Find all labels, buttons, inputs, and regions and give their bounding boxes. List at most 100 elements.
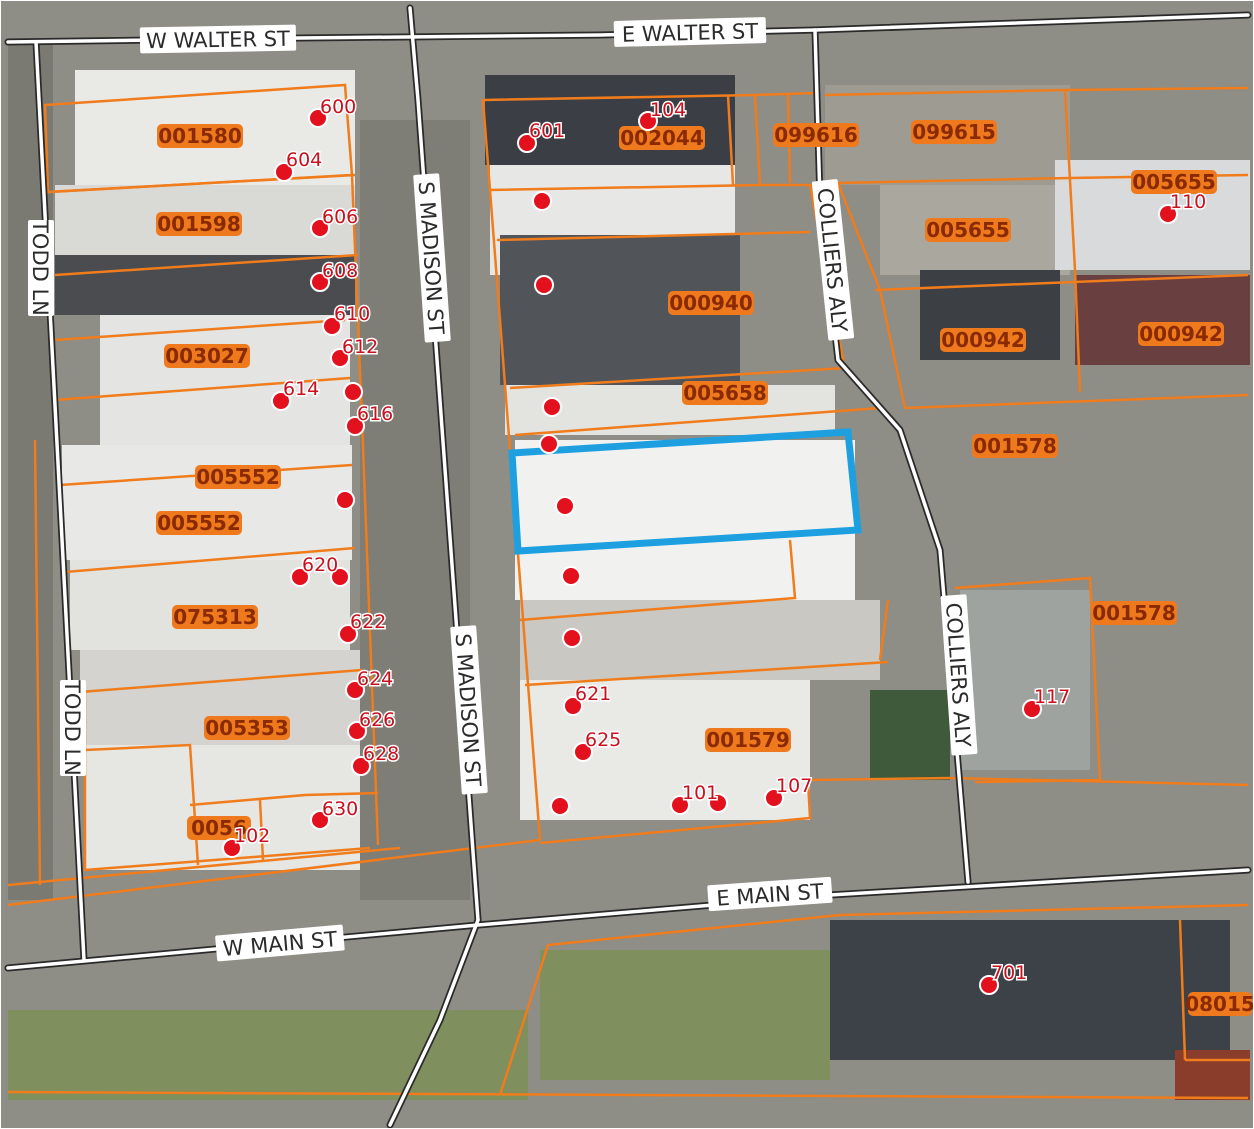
parcel-label[interactable]: 001578 xyxy=(972,434,1058,458)
address-point[interactable] xyxy=(638,111,658,131)
parcel-label[interactable]: 099616 xyxy=(773,123,859,147)
address-point[interactable] xyxy=(351,756,371,776)
svg-text:625: 625 xyxy=(585,729,621,751)
svg-text:099615: 099615 xyxy=(912,120,996,144)
parcel-label[interactable]: 001578 xyxy=(1091,601,1177,625)
parcel-label[interactable]: 0056 xyxy=(187,816,251,840)
address-point[interactable] xyxy=(764,788,784,808)
svg-text:001578: 001578 xyxy=(973,434,1057,458)
svg-text:600: 600 xyxy=(320,96,356,118)
address-point[interactable] xyxy=(1158,204,1178,224)
address-point[interactable] xyxy=(330,567,350,587)
address-point[interactable] xyxy=(310,272,330,292)
address-point[interactable] xyxy=(670,795,690,815)
svg-text:101: 101 xyxy=(682,782,718,804)
parcel-label[interactable]: 099615 xyxy=(911,120,997,144)
parcel-label[interactable]: 002044 xyxy=(619,126,705,150)
address-point[interactable] xyxy=(322,316,342,336)
parcel-label[interactable]: 003027 xyxy=(164,344,250,368)
address-point[interactable] xyxy=(550,796,570,816)
svg-text:622: 622 xyxy=(350,611,386,633)
address-point[interactable] xyxy=(335,490,355,510)
address-point[interactable] xyxy=(310,218,330,238)
address-point[interactable] xyxy=(542,397,562,417)
svg-text:0056: 0056 xyxy=(191,816,247,840)
address-point[interactable] xyxy=(534,275,554,295)
street-label-todd-ln-north: TODD LN xyxy=(28,219,54,316)
svg-text:107: 107 xyxy=(776,775,812,797)
address-point[interactable] xyxy=(222,838,242,858)
parcel-label[interactable]: 075313 xyxy=(172,605,258,629)
parcel-label[interactable]: 005658 xyxy=(682,381,768,405)
svg-text:104: 104 xyxy=(650,99,686,121)
parcel-label[interactable]: 000942 xyxy=(1138,322,1224,346)
parcel-label[interactable]: 001579 xyxy=(705,728,791,752)
parcel-label[interactable]: 08015 xyxy=(1185,992,1254,1016)
address-point[interactable] xyxy=(343,382,363,402)
parcel-label[interactable]: 005552 xyxy=(156,511,242,535)
svg-text:099616: 099616 xyxy=(774,123,858,147)
parcel-label[interactable]: 001580 xyxy=(157,124,243,148)
address-point[interactable] xyxy=(561,566,581,586)
svg-text:117: 117 xyxy=(1034,686,1070,708)
svg-text:001598: 001598 xyxy=(157,212,241,236)
address-point[interactable] xyxy=(347,721,367,741)
parcel-label[interactable]: 001598 xyxy=(156,212,242,236)
address-point[interactable] xyxy=(274,162,294,182)
address-point[interactable] xyxy=(290,567,310,587)
svg-text:614: 614 xyxy=(283,378,319,400)
address-point[interactable] xyxy=(573,742,593,762)
address-point[interactable] xyxy=(271,391,291,411)
address-point[interactable] xyxy=(539,434,559,454)
svg-text:TODD LN: TODD LN xyxy=(60,679,84,776)
svg-text:616: 616 xyxy=(357,403,393,425)
street-labels: W WALTER ST E WALTER ST TODD LN TODD LN … xyxy=(28,17,978,962)
address-points xyxy=(222,108,1178,995)
svg-text:002044: 002044 xyxy=(620,126,704,150)
svg-text:005552: 005552 xyxy=(196,465,280,489)
svg-text:102: 102 xyxy=(234,825,270,847)
address-point[interactable] xyxy=(330,348,350,368)
svg-text:000942: 000942 xyxy=(1139,322,1223,346)
address-point[interactable] xyxy=(555,496,575,516)
parcel-label[interactable]: 005552 xyxy=(195,465,281,489)
address-point[interactable] xyxy=(562,628,582,648)
parcel-label[interactable]: 005655 xyxy=(925,218,1011,242)
svg-text:604: 604 xyxy=(286,149,322,171)
svg-text:606: 606 xyxy=(322,206,358,228)
svg-text:W WALTER ST: W WALTER ST xyxy=(146,27,290,54)
svg-text:628: 628 xyxy=(363,743,399,765)
address-point[interactable] xyxy=(532,191,552,211)
svg-text:000942: 000942 xyxy=(941,328,1025,352)
parcel-label[interactable]: 005353 xyxy=(204,716,290,740)
street-label-w-walter-st: W WALTER ST xyxy=(139,24,297,54)
svg-text:005353: 005353 xyxy=(205,716,289,740)
svg-text:001579: 001579 xyxy=(706,728,790,752)
address-point[interactable] xyxy=(338,624,358,644)
svg-text:110: 110 xyxy=(1170,191,1206,213)
svg-text:701: 701 xyxy=(991,962,1027,984)
address-point[interactable] xyxy=(345,680,365,700)
svg-text:626: 626 xyxy=(359,709,395,731)
parcel-id-labels: 001580 001598 003027 005552 005552 07531… xyxy=(156,120,1254,1016)
address-point[interactable] xyxy=(563,696,583,716)
svg-text:005658: 005658 xyxy=(683,381,767,405)
parcel-label[interactable]: 005655 xyxy=(1131,170,1217,194)
selected-parcel-outline[interactable] xyxy=(508,428,862,555)
address-point[interactable] xyxy=(310,810,330,830)
svg-text:608: 608 xyxy=(322,260,358,282)
svg-text:075313: 075313 xyxy=(173,605,257,629)
svg-text:E WALTER ST: E WALTER ST xyxy=(622,19,759,47)
svg-text:621: 621 xyxy=(575,683,611,705)
address-point[interactable] xyxy=(708,793,728,813)
parcel-label[interactable]: 000942 xyxy=(940,328,1026,352)
parcel-label[interactable]: 000940 xyxy=(668,291,754,315)
address-point[interactable] xyxy=(308,108,328,128)
address-point[interactable] xyxy=(979,975,999,995)
address-point[interactable] xyxy=(1022,699,1042,719)
address-point[interactable] xyxy=(345,416,365,436)
address-point[interactable] xyxy=(517,133,537,153)
address-labels: 600 604 606 608 610 612 614 616 620 622 … xyxy=(233,95,1208,986)
